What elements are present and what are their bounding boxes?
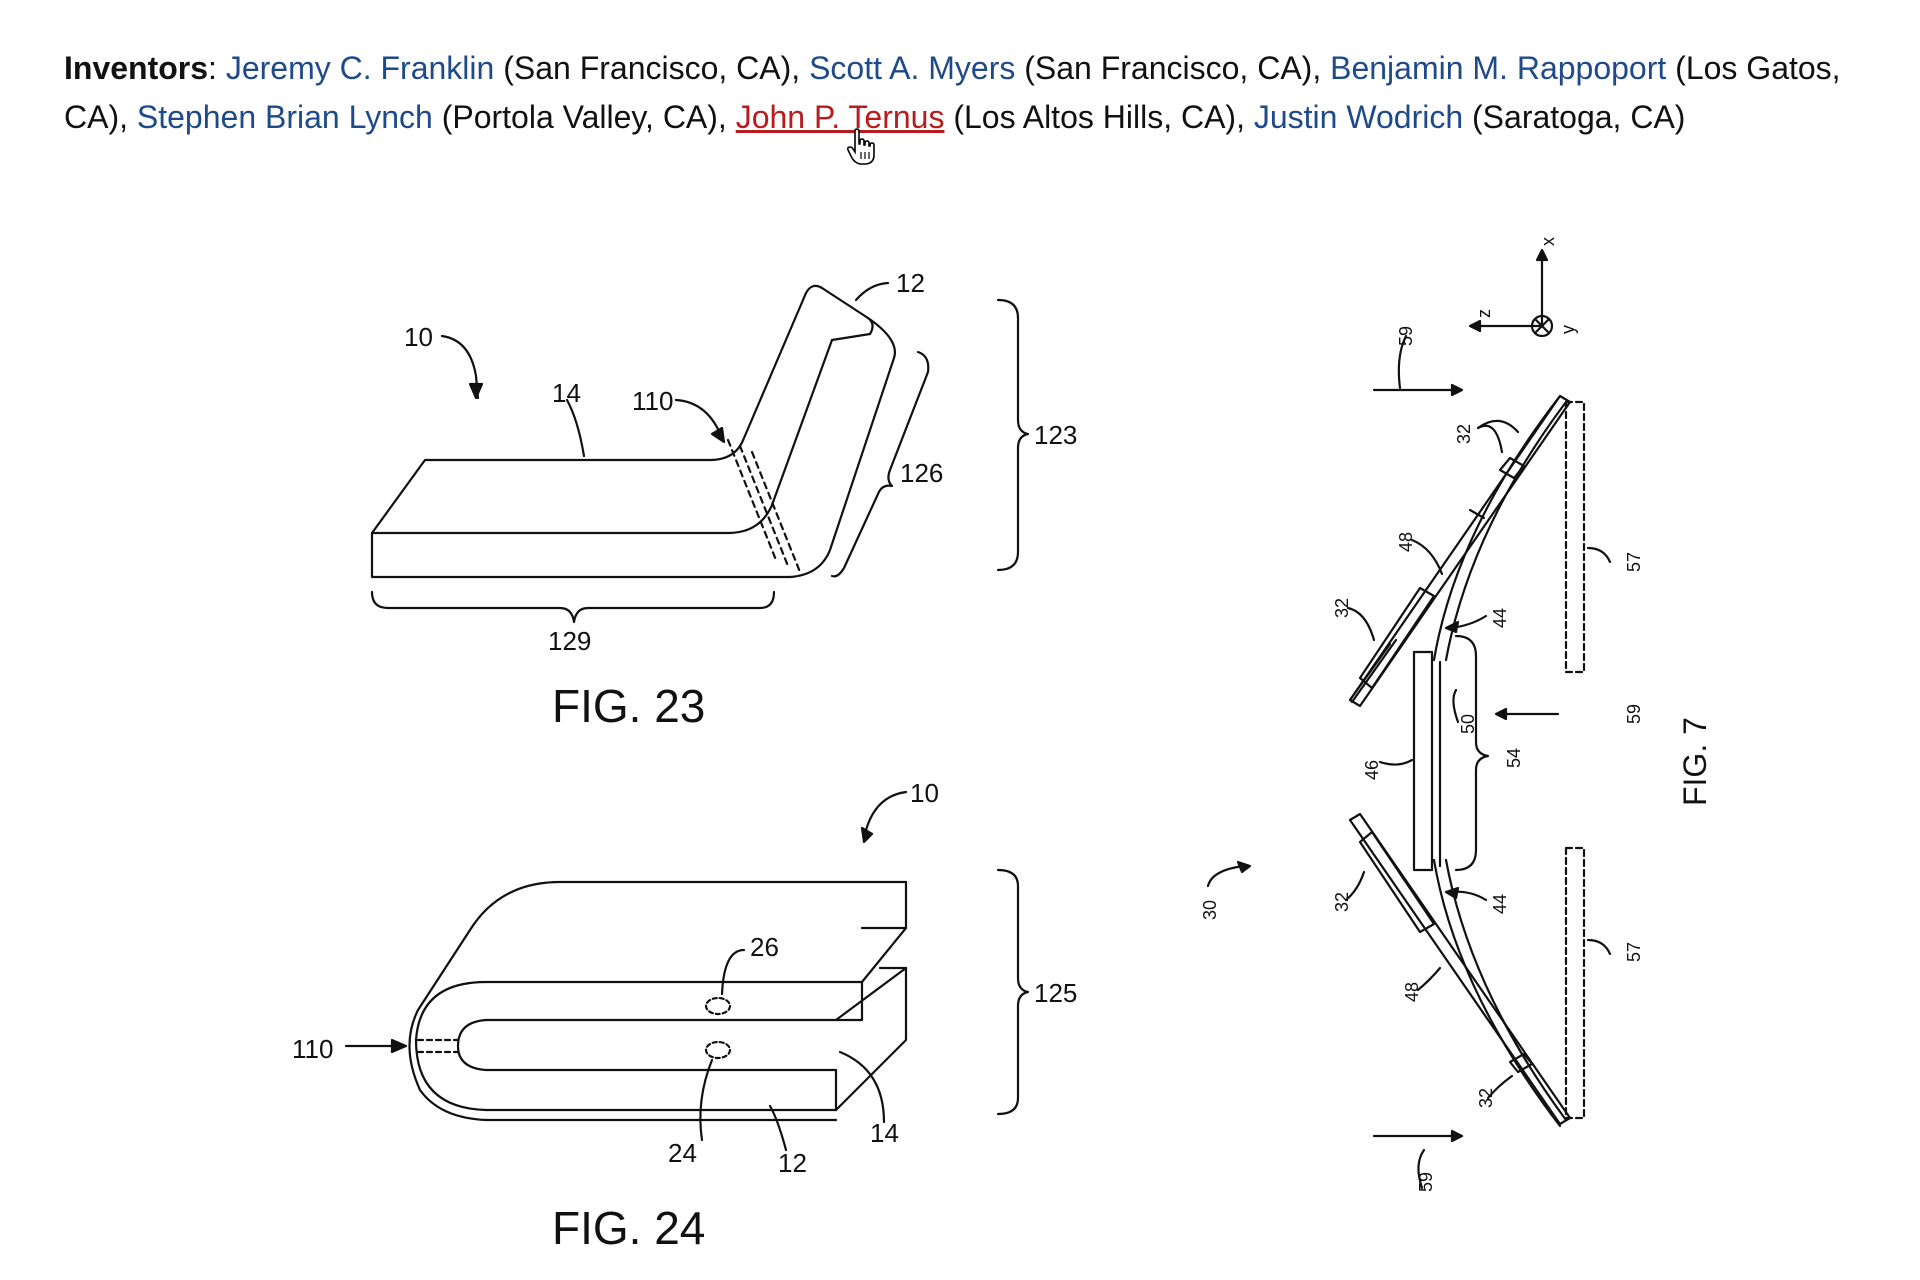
fig7-label-59-top: 59 <box>1396 326 1416 346</box>
fig7-caption: FIG. 7 <box>1677 717 1713 806</box>
inventor-location: (Portola Valley, CA), <box>432 99 736 135</box>
fig7-label-46: 46 <box>1362 760 1382 780</box>
fig24-label-26: 26 <box>750 932 779 962</box>
fig7-label-59-mid: 59 <box>1624 704 1644 724</box>
fig23-caption: FIG. 23 <box>552 680 705 732</box>
inventor-link-lynch[interactable]: Stephen Brian Lynch <box>136 99 433 135</box>
inventor-link-ternus[interactable]: John P. Ternus <box>735 99 945 135</box>
fig24-drawing <box>344 790 1030 1152</box>
fig7-label-44-a: 44 <box>1490 608 1510 628</box>
fig7-drawing <box>1206 252 1612 1190</box>
fig24-label-14: 14 <box>870 1118 899 1148</box>
inventor-link-franklin[interactable]: Jeremy C. Franklin <box>225 50 495 86</box>
inventor-location: (Saratoga, CA) <box>1463 99 1686 135</box>
fig24-label-24: 24 <box>668 1138 697 1168</box>
fig7-label-48-a: 48 <box>1396 532 1416 552</box>
inventor-link-wodrich[interactable]: Justin Wodrich <box>1253 99 1464 135</box>
fig7-label-30: 30 <box>1200 900 1220 920</box>
fig7-label-44-b: 44 <box>1490 894 1510 914</box>
fig7-label-57-b: 57 <box>1624 942 1644 962</box>
fig7-label-59-bottom: 59 <box>1416 1172 1436 1192</box>
fig24-caption: FIG. 24 <box>552 1202 705 1254</box>
fig7-axis-y: y <box>1558 325 1578 334</box>
fig24-label-125: 125 <box>1034 978 1077 1008</box>
fig23-drawing <box>370 281 1030 624</box>
fig7-label-54: 54 <box>1504 748 1524 768</box>
fig23-label-110: 110 <box>632 386 673 416</box>
fig24-label-12: 12 <box>778 1148 807 1178</box>
fig7-label-57-a: 57 <box>1624 552 1644 572</box>
fig7-axis-z: z <box>1474 309 1494 318</box>
fig7-label-50: 50 <box>1458 714 1478 734</box>
fig24-label-10: 10 <box>910 778 939 808</box>
fig7-axis-x: x <box>1538 237 1558 246</box>
inventor-link-rappoport[interactable]: Benjamin M. Rappoport <box>1330 50 1667 86</box>
inventor-location: (Los Altos Hills, CA), <box>944 99 1254 135</box>
fig7-label-32-c: 32 <box>1332 892 1352 912</box>
fig7-label-32-a: 32 <box>1454 424 1474 444</box>
inventor-location: (Los Gatos, CA), <box>64 50 1841 135</box>
fig7-label-48-b: 48 <box>1402 982 1422 1002</box>
fig7-label-32-d: 32 <box>1476 1088 1496 1108</box>
inventor-location: (San Francisco, CA), <box>1015 50 1331 86</box>
inventor-link-myers[interactable]: Scott A. Myers <box>809 50 1016 86</box>
inventors-heading: Inventors <box>64 50 209 86</box>
fig23-label-14: 14 <box>552 378 581 408</box>
fig23-label-129: 129 <box>548 626 591 656</box>
fig23-label-10: 10 <box>404 322 433 352</box>
fig23-label-123: 123 <box>1034 420 1077 450</box>
inventors-separator: : <box>208 50 226 86</box>
inventor-location: (San Francisco, CA), <box>494 50 810 86</box>
inventors-line: Inventors: Jeremy C. Franklin (San Franc… <box>64 44 1864 142</box>
fig7-label-32-b: 32 <box>1332 598 1352 618</box>
fig23-label-126: 126 <box>900 458 943 488</box>
fig24-label-110: 110 <box>292 1034 333 1064</box>
hand-pointer-cursor-icon <box>846 128 875 165</box>
fig23-label-12: 12 <box>896 268 925 298</box>
